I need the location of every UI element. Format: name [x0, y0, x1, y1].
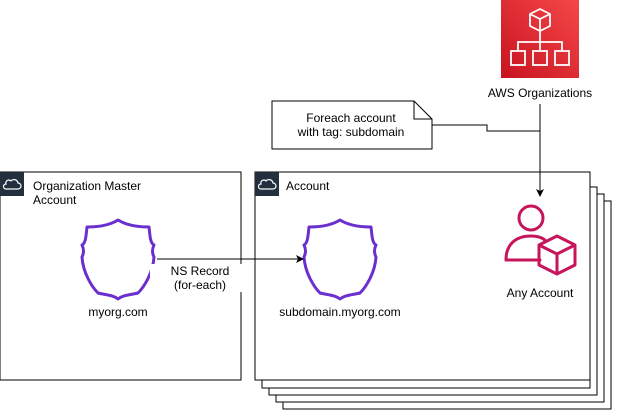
- note-line-1: Foreach account: [306, 111, 396, 125]
- master-domain-label: myorg.com: [88, 305, 148, 319]
- route53-shield-icon-master: [80, 218, 156, 301]
- note-line-2: with tag: subdomain: [297, 125, 405, 139]
- ns-record-label: NS Record (for-each): [150, 264, 250, 292]
- master-account-title-line-2: Account: [33, 193, 77, 207]
- account-domain-label: subdomain.myorg.com: [279, 305, 401, 319]
- master-account-title-line-1: Organization Master: [33, 179, 142, 193]
- cloud-icon: [2, 179, 22, 190]
- account-title: Account: [286, 179, 330, 193]
- note-text: Foreach account with tag: subdomain: [276, 111, 426, 139]
- account-group: [254, 171, 591, 381]
- user-with-box-icon: [504, 204, 577, 276]
- note-shape: [271, 100, 433, 150]
- any-account-label: Any Account: [506, 286, 574, 300]
- note-connector: [432, 124, 540, 132]
- aws-organizations-label: AWS Organizations: [487, 86, 593, 100]
- ns-record-label-line-1: NS Record: [170, 264, 230, 278]
- route53-shield-icon-account: [302, 218, 378, 301]
- ns-record-label-line-2: (for-each): [173, 278, 226, 292]
- cloud-icon: [257, 179, 277, 190]
- master-account-title: Organization Master Account: [33, 179, 233, 207]
- aws-organizations-icon: [501, 0, 579, 78]
